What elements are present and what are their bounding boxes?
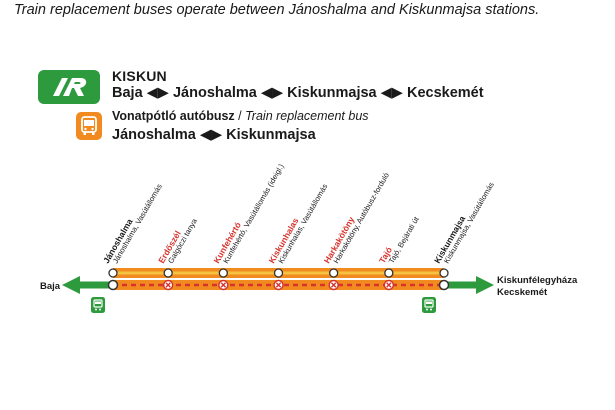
bus-stop-icon (422, 297, 436, 313)
station-marker (107, 279, 119, 291)
bus-stop-icon-body (93, 299, 103, 308)
bus-service-title: Vonatpótló autóbusz / Train replacement … (112, 109, 369, 123)
train-arrow-left (62, 276, 80, 294)
bus-stop-icon-wheel (426, 308, 428, 311)
bus-stop-marker (218, 268, 228, 278)
bus-stop-marker (273, 268, 284, 278)
train-route: Baja ◀▶ Jánoshalma ◀▶ Kiskunmajsa ◀▶ Kec… (112, 85, 484, 101)
bus-icon (76, 112, 102, 140)
closed-cross (275, 282, 282, 288)
train-arrow-right (476, 276, 494, 294)
bus-stop-icon (91, 297, 105, 313)
bus-stop-name: Jánoshalma, Vasútállomás (111, 182, 164, 265)
replacement-notice: Train replacement buses operate between … (14, 2, 540, 18)
end-label-left: Baja (40, 281, 61, 292)
bus-title-separator: / (234, 109, 246, 123)
bus-stop-marker (108, 268, 118, 278)
bus-stop-marker (329, 268, 339, 278)
end-label-right-1: Kiskunfélegyháza (497, 275, 578, 286)
bus-stop-marker (384, 268, 394, 278)
closed-cross (330, 282, 337, 288)
closed-cross (165, 282, 171, 288)
bus-stop-icon-body (424, 299, 434, 308)
bus-stop-icon-window (426, 301, 432, 304)
station-marker (438, 279, 450, 291)
bus-stop-icon-wheel (99, 308, 101, 311)
end-label-right-2: Kecskemét (497, 287, 548, 298)
mav-logo-icon (38, 70, 100, 104)
closed-cross (220, 282, 227, 288)
bus-stop-name: Kiskunhalas, Vasútállomás (276, 182, 329, 265)
closed-cross (386, 282, 392, 288)
bus-title-en: Train replacement bus (245, 109, 369, 123)
bus-stop-name: Tajó, Bejárati út (387, 214, 421, 265)
bus-stop-name: Kiskunmajsa, Vasútállomás (442, 180, 496, 265)
bus-route: Jánoshalma ◀▶ Kiskunmajsa (112, 127, 316, 143)
bus-stop-marker (439, 268, 449, 278)
bus-stop-icon-wheel (430, 308, 432, 311)
service-name: KISKUN (112, 68, 167, 84)
bus-stop-icon-wheel (95, 308, 97, 311)
bus-stop-marker (163, 268, 173, 278)
bus-title-hu: Vonatpótló autóbusz (112, 109, 235, 123)
bus-stop-icon-window (95, 301, 101, 304)
